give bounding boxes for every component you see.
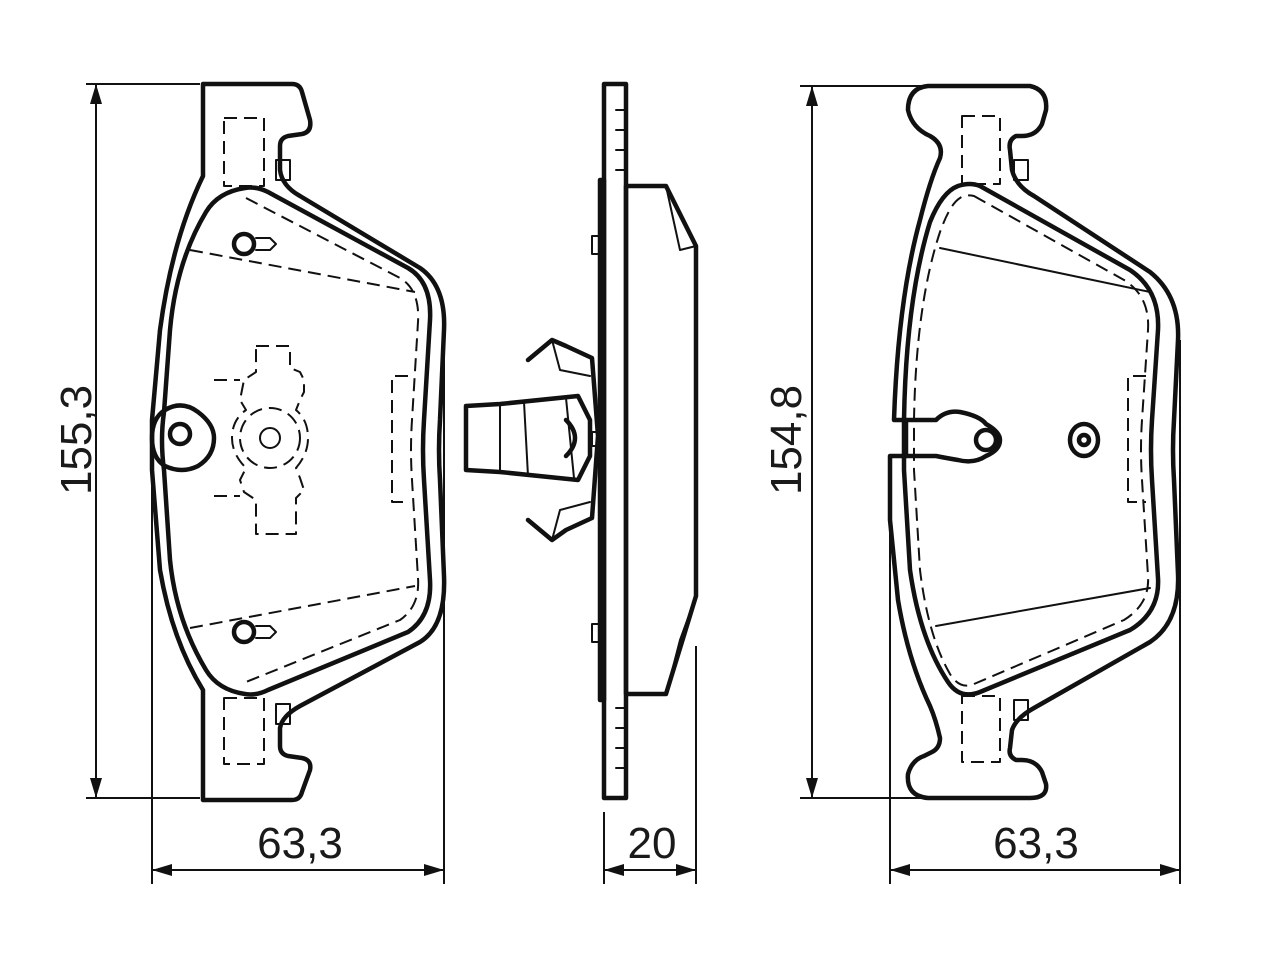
left-pad-backing-outline [149,81,447,803]
left-upper-tab-slot [223,117,265,187]
left-height-dimension: 155,3 [52,83,200,799]
right-lower-tab-slot [961,695,1001,763]
right-width-label: 63,3 [993,819,1079,868]
left-height-label: 155,3 [52,385,101,495]
right-pad-backing-outline [887,83,1181,801]
right-width-dimension: 63,3 [889,340,1181,884]
right-wear-indicator [1067,421,1101,459]
side-backing-plate [601,81,629,801]
side-friction-block [623,183,699,697]
right-pad-friction-dashed [913,194,1150,687]
right-pad-view [887,83,1181,801]
left-center-clip [149,403,217,473]
left-lower-tab-slot [223,697,265,765]
left-pad-friction-dashed [245,197,420,683]
left-pad-view [149,81,447,803]
left-width-label: 63,3 [257,819,343,868]
side-thickness-dimension: 20 [603,646,697,884]
right-upper-tab-slot [961,115,1001,185]
left-lower-pin [231,619,257,645]
right-height-label: 154,8 [762,385,811,495]
right-height-dimension: 154,8 [762,85,928,799]
right-pad-friction-outline [901,181,1161,697]
left-width-dimension: 63,3 [151,330,445,884]
right-pin-boss [903,409,1003,464]
left-pad-friction-outline [159,185,433,697]
left-center-spring-dashed [214,345,309,535]
side-profile-view [463,81,699,801]
side-thickness-label: 20 [628,819,677,868]
side-piston-tab [463,393,593,483]
side-spring-clip [525,337,601,543]
left-upper-pin [231,231,257,257]
